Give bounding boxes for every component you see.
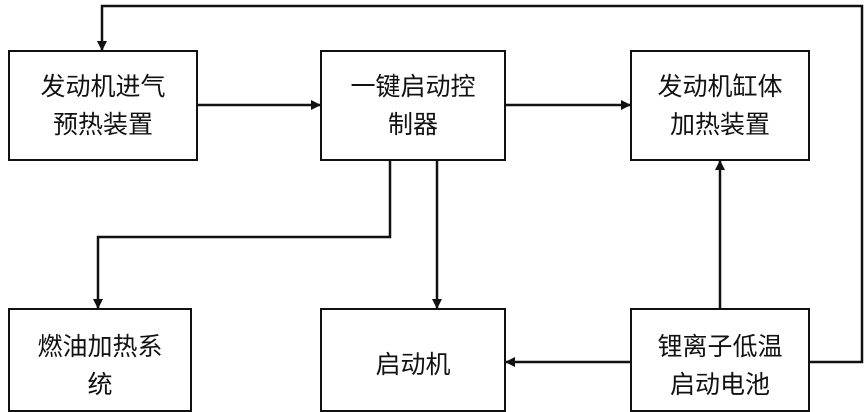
fuel-heat-label-line1: 燃油加热系 — [37, 332, 163, 361]
connector-layer — [93, 4, 864, 367]
connector-battery-intake-loop — [97, 4, 864, 364]
controller-label-line2: 制器 — [387, 109, 438, 139]
controller-label-line1: 一键启动控 — [350, 71, 476, 101]
cylinder-heat-box: 发动机缸体 加热装置 — [630, 50, 810, 161]
intake-preheat-box: 发动机进气 预热装置 — [8, 50, 198, 161]
controller-box: 一键启动控 制器 — [320, 50, 506, 161]
fuel-heat-box: 燃油加热系 统 — [8, 308, 192, 412]
battery-label-line2: 启动电池 — [669, 370, 770, 399]
battery-box: 锂离子低温 启动电池 — [630, 308, 810, 412]
intake-preheat-label-line2: 预热装置 — [52, 109, 153, 139]
starter-label: 启动机 — [375, 350, 451, 379]
connector-controller-fuel — [93, 152, 395, 309]
intake-preheat-label-line1: 发动机进气 — [40, 71, 166, 101]
starter-box: 启动机 — [320, 308, 506, 412]
battery-label-line1: 锂离子低温 — [657, 332, 783, 361]
cylinder-heat-label-line1: 发动机缸体 — [657, 71, 783, 101]
fuel-heat-label-line2: 统 — [87, 370, 113, 399]
cylinder-heat-label-line2: 加热装置 — [669, 109, 770, 139]
